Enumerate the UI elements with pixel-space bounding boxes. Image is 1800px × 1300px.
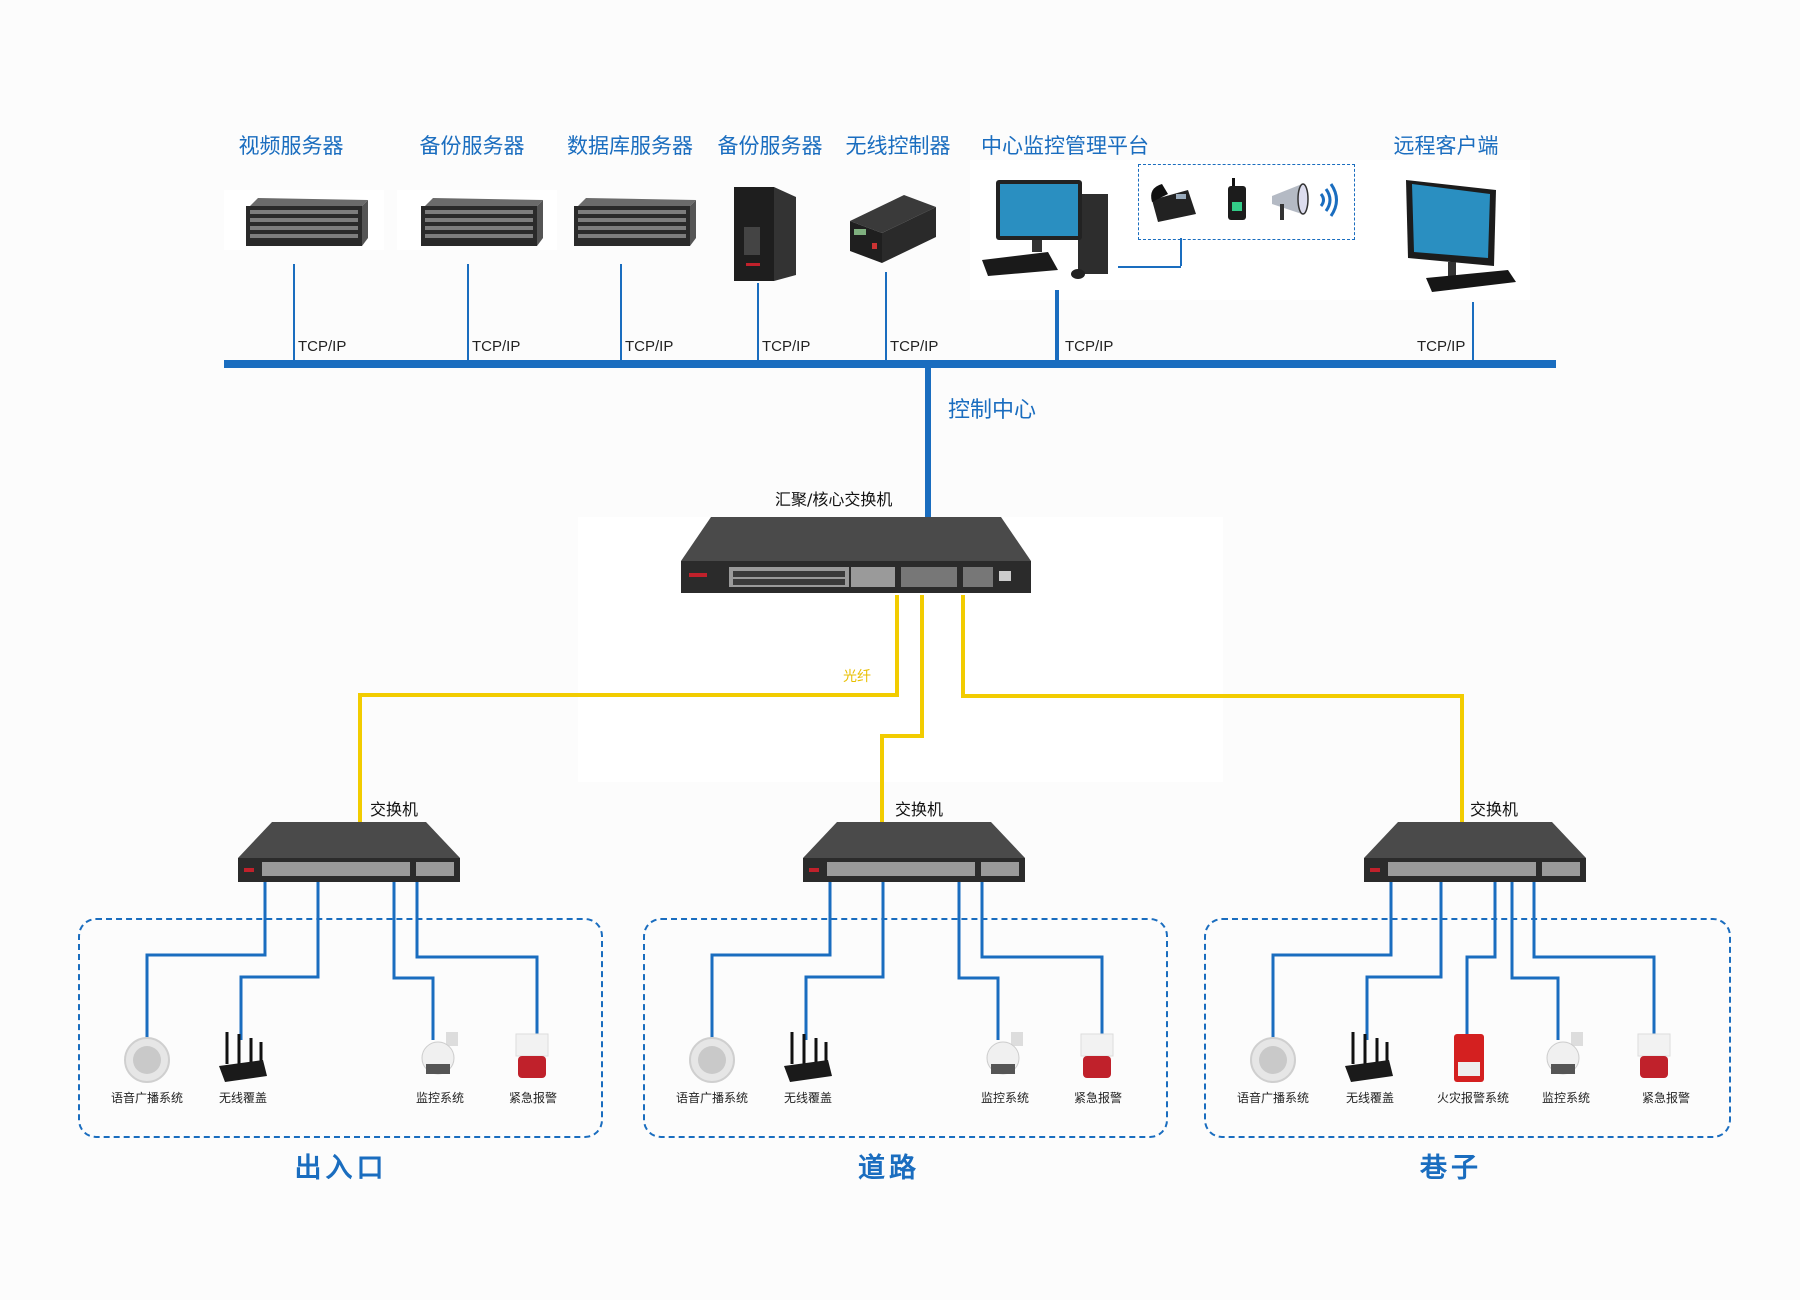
peripheral-connector: [1180, 238, 1182, 266]
tcpip-link: [293, 264, 295, 362]
tcpip-link: [1472, 302, 1474, 362]
label-central-platform: 中心监控管理平台: [981, 134, 1149, 158]
label-remote-client: 远程客户端: [1393, 134, 1499, 158]
tcpip-label: TCP/IP: [890, 338, 939, 355]
device-label: 无线覆盖: [783, 1091, 833, 1105]
tcpip-link: [1055, 290, 1059, 362]
label-wireless-controller: 无线控制器: [845, 134, 951, 158]
label-backup-server: 备份服务器: [419, 134, 525, 158]
zone-title: 道路: [858, 1153, 920, 1184]
rack-server-icon: [574, 198, 696, 246]
rack-server-icon: [246, 198, 368, 246]
device-label: 紧急报警: [1073, 1091, 1123, 1105]
core-switch-label: 汇聚/核心交换机: [775, 490, 893, 509]
device-label: 语音广播系统: [110, 1091, 184, 1105]
control-center-label: 控制中心: [948, 398, 1037, 423]
wifi-router-icon: [1345, 1032, 1393, 1082]
monitor-computer-icon: [1406, 180, 1516, 292]
alarm-siren-icon: [1637, 1033, 1671, 1078]
zone-road: [643, 918, 1168, 1138]
network-bus: [224, 360, 1556, 368]
fiber-link: [880, 734, 924, 738]
zone-title: 巷子: [1420, 1153, 1482, 1184]
device-label: 语音广播系统: [675, 1091, 749, 1105]
megaphone-icon: [1272, 183, 1309, 220]
rack-server-icon: [421, 198, 543, 246]
core-switch-icon: [681, 517, 1031, 593]
tcpip-label: TCP/IP: [762, 338, 811, 355]
control-center-trunk: [925, 366, 931, 518]
zone-links: [1271, 882, 1656, 1040]
ceiling-speaker-icon: [689, 1037, 735, 1083]
tcpip-link: [620, 264, 622, 362]
device-label: 紧急报警: [508, 1091, 558, 1105]
device-label: 监控系统: [980, 1091, 1030, 1105]
fiber-label: 光纤: [843, 669, 871, 685]
fire-alarm-icon: [1454, 1034, 1484, 1082]
device-label: 无线覆盖: [218, 1091, 268, 1105]
fiber-link: [895, 595, 899, 697]
dome-camera-icon: [421, 1032, 458, 1075]
wireless-signal-icon: [1319, 183, 1338, 217]
zone-links: [145, 882, 539, 1040]
fiber-link: [920, 595, 924, 738]
fiber-link: [1460, 694, 1464, 823]
zone-links: [710, 882, 1104, 1040]
dome-camera-icon: [986, 1032, 1023, 1075]
access-switch-icon: [803, 822, 1025, 882]
fiber-link: [880, 734, 884, 823]
label-database-server: 数据库服务器: [567, 134, 693, 158]
device-label: 监控系统: [415, 1091, 465, 1105]
fiber-link: [358, 693, 362, 823]
alarm-siren-icon: [1080, 1033, 1114, 1078]
desk-phone-icon: [1151, 184, 1196, 222]
walkie-talkie-icon: [1228, 178, 1246, 220]
tcpip-label: TCP/IP: [1417, 338, 1466, 355]
tcpip-link: [467, 264, 469, 362]
zone-title: 出入口: [294, 1153, 388, 1184]
desktop-computer-icon: [982, 180, 1108, 279]
tcpip-label: TCP/IP: [298, 338, 347, 355]
peripherals-box: [1138, 164, 1355, 240]
alarm-siren-icon: [515, 1033, 549, 1078]
switch-label: 交换机: [370, 800, 419, 819]
dome-camera-icon: [1546, 1032, 1583, 1075]
tcpip-label: TCP/IP: [1065, 338, 1114, 355]
access-switch-icon: [1364, 822, 1586, 882]
switch-label: 交换机: [895, 800, 944, 819]
ceiling-speaker-icon: [124, 1037, 170, 1083]
label-video-server: 视频服务器: [238, 134, 344, 158]
tcpip-link: [757, 283, 759, 362]
zone-alley: [1204, 918, 1731, 1138]
device-label: 无线覆盖: [1345, 1091, 1395, 1105]
tcpip-label: TCP/IP: [625, 338, 674, 355]
tcpip-link: [885, 272, 887, 362]
access-switch-icon: [238, 822, 460, 882]
peripheral-connector: [1118, 266, 1181, 268]
fiber-link: [961, 694, 1464, 698]
wifi-router-icon: [219, 1032, 267, 1082]
device-label: 语音广播系统: [1236, 1091, 1310, 1105]
wifi-router-icon: [784, 1032, 832, 1082]
zone-entrance: [78, 918, 603, 1138]
device-label: 监控系统: [1541, 1091, 1591, 1105]
device-label: 紧急报警: [1641, 1091, 1691, 1105]
ceiling-speaker-icon: [1250, 1037, 1296, 1083]
tower-server-icon: [734, 187, 796, 281]
label-backup-server-2: 备份服务器: [717, 134, 823, 158]
switch-label: 交换机: [1470, 800, 1519, 819]
device-label: 火灾报警系统: [1436, 1091, 1510, 1105]
wireless-controller-icon: [850, 195, 936, 263]
fiber-link: [358, 693, 899, 697]
tcpip-label: TCP/IP: [472, 338, 521, 355]
fiber-link: [961, 595, 965, 698]
